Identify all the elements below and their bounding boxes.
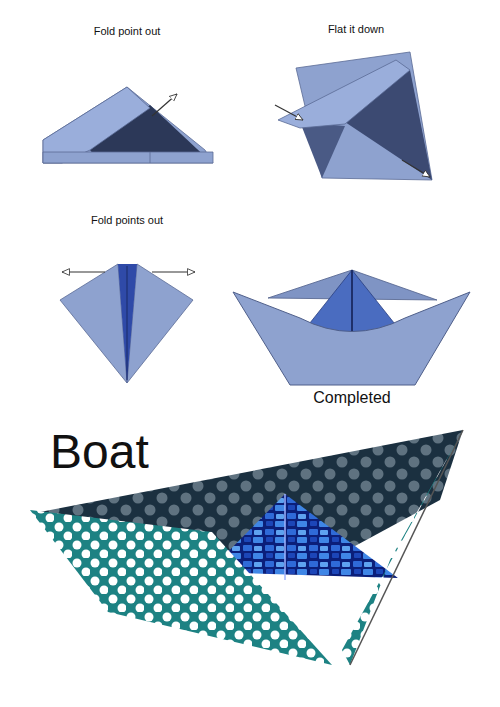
completed-figure bbox=[233, 270, 470, 385]
completed-caption: Completed bbox=[313, 389, 390, 407]
step-one-figure bbox=[43, 87, 213, 163]
step-caption: Fold point out bbox=[94, 25, 161, 37]
step-caption: Flat it down bbox=[328, 23, 384, 35]
boat-heading: Boat bbox=[50, 424, 149, 479]
step-two-figure bbox=[275, 52, 432, 180]
step-caption: Fold points out bbox=[91, 214, 163, 226]
step-three-figure bbox=[60, 264, 195, 383]
